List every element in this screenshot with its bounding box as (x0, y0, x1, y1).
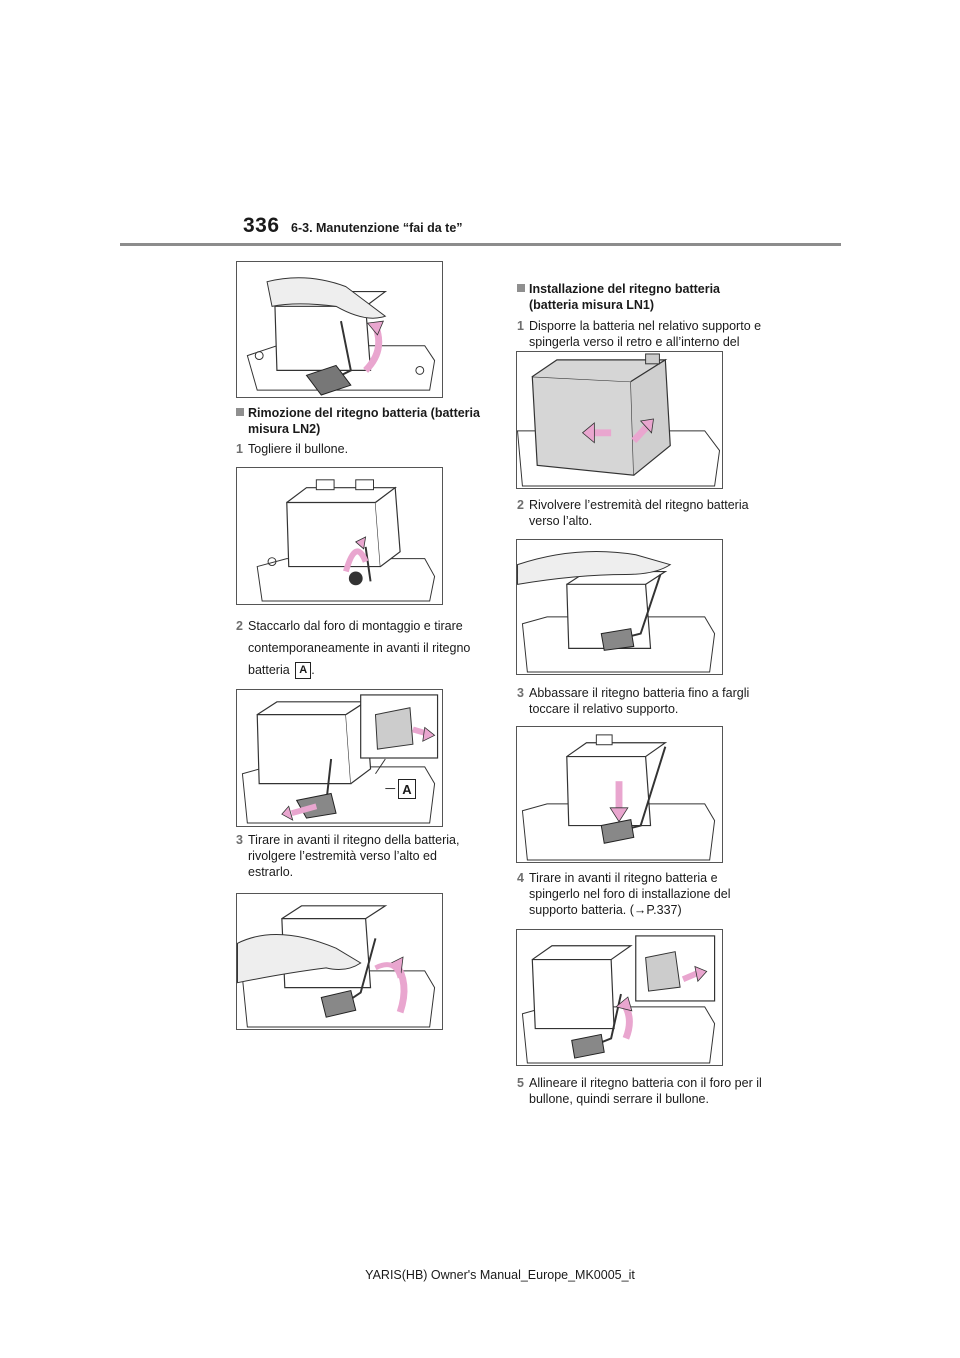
removal-heading: Rimozione del ritegno batteria (batteria… (236, 405, 480, 437)
label-a-inline: A (295, 662, 312, 680)
figure-retainer-pull (236, 689, 443, 827)
left-step-1: 1 Togliere il bullone. (236, 442, 349, 456)
section-title: 6-3. Manutenzione “fai da te” (291, 221, 463, 235)
figure-retainer-lift (236, 261, 443, 398)
header-rule (120, 243, 841, 246)
figure-retainer-install (516, 929, 723, 1066)
heading-marker-icon (236, 408, 244, 416)
figure-retainer-lower (516, 726, 723, 863)
figure-battery-push (516, 351, 723, 489)
right-step-5: 5 Allineare il ritegno batteria con il f… (517, 1076, 762, 1106)
figure-retainer-up (516, 539, 723, 675)
install-heading: Installazione del ritegno batteria (batt… (517, 281, 764, 313)
right-step-3: 3 Abbassare il ritegno batteria fino a f… (517, 686, 750, 716)
figure-bolt-removal (236, 467, 443, 605)
manual-footer: YARIS(HB) Owner's Manual_Europe_MK0005_i… (365, 1268, 635, 1282)
callout-label-a: A (398, 779, 416, 799)
right-step-4: 4 Tirare in avanti il ritegno batteria e… (517, 871, 731, 917)
left-step-3: 3 Tirare in avanti il ritegno della batt… (236, 833, 460, 879)
page-number: 336 (243, 214, 280, 237)
left-step-2: 2 Staccarlo dal foro di montaggio e tira… (236, 615, 480, 681)
right-step-2: 2 Rivolvere l’estremità del ritegno batt… (517, 498, 749, 528)
heading-marker-icon (517, 284, 525, 292)
figure-retainer-extract (236, 893, 443, 1030)
